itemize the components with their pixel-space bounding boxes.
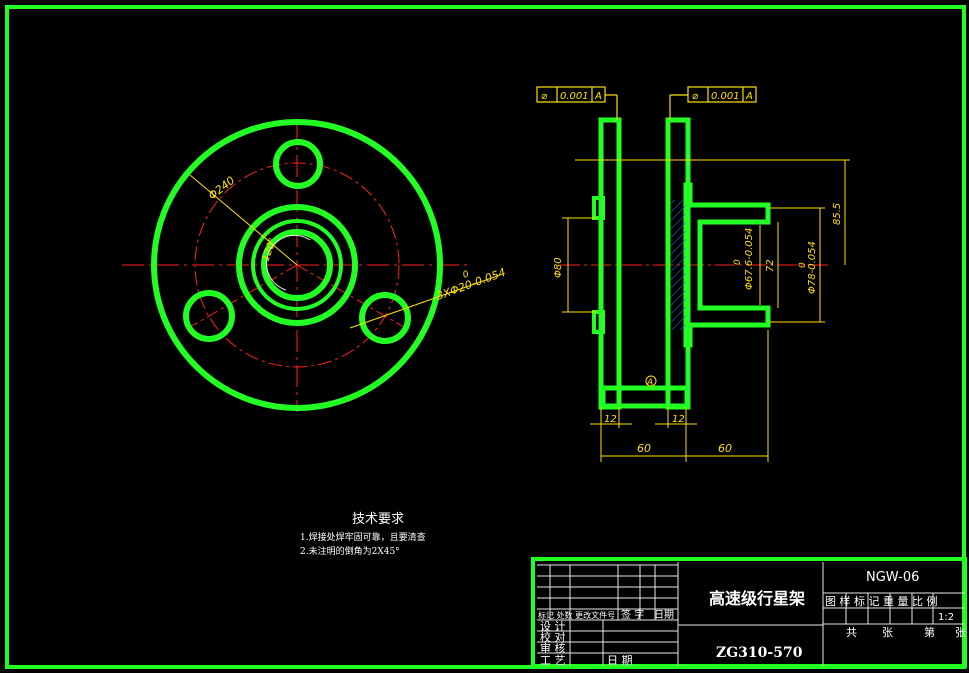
dim-60-right: 60 [718,442,732,455]
technical-requirements: 技术要求 1.焊接处焊牢固可靠，且要清查 2.未注明的倒角为2X45° [300,512,426,557]
dim-85: 85.5 [832,203,843,225]
datum-a-label: A [646,378,653,388]
process-label: 工 艺 [540,654,566,667]
left-plate-boss-bottom [592,310,605,334]
hub-section [683,182,771,348]
sheet-unit-label: 张 [882,626,893,639]
date2-label: 日 期 [607,654,633,667]
dim-phi67: Φ67.6-0.054 [744,228,755,290]
tolerance-frame-left: ⌀ 0.001 A [536,86,618,120]
design-label: 设 计 [540,620,566,633]
centerline-hole-right [296,264,405,328]
drawing-number: ZG310-570 [716,645,803,661]
tol-left-symbol: ⌀ [541,91,548,102]
review-label: 审 核 [540,641,566,655]
dim-phi67-upper: 0 [733,259,743,265]
check-label: 校 对 [540,630,566,644]
tol-right-symbol: ⌀ [692,91,699,102]
tol-left-datum: A [594,91,602,102]
dim-phi80: Φ80 [553,257,564,278]
dim-holes-upper: 0 [462,269,471,280]
drawing-border [5,5,966,669]
tol-left-value: 0.001 [560,91,589,102]
bore-circle [261,229,333,301]
total-label: 共 [846,626,857,639]
datum-a-marker [645,375,657,387]
model-code: NGW-06 [866,570,919,585]
sign-label: 签 字 [621,608,644,621]
title-block: 标记 处数 更改文件号 签 字 日期 设 计 校 对 审 核 工 艺 日 期 高… [531,557,967,668]
part-name: 高速级行星架 [709,589,805,608]
hole-top [273,139,323,189]
tech-title: 技术要求 [352,512,404,527]
dim-60-left: 60 [637,442,651,455]
left-plate-boss-top [592,196,605,220]
scale-value: 1:2 [938,612,954,623]
dim-angle-label: 120° [260,237,279,263]
sheet-unit-label-2: 张 [955,626,966,639]
hole-left [183,290,235,342]
dim-12-right: 12 [672,414,685,425]
dim-phi78-upper: 0 [798,262,808,268]
change-row-label: 标记 处数 更改文件号 [538,610,615,620]
dim-pcd-label: Φ240 [206,174,237,203]
tol-right-value: 0.001 [711,91,740,102]
header-labels: 图 样 标 记 重 量 比 例 [825,594,937,608]
bottom-bridge [600,385,690,409]
tech-line-1: 1.焊接处焊牢固可靠，且要清查 [300,531,426,543]
sheet-no-label: 第 [924,625,935,639]
centerline-hole-left [189,264,298,328]
tol-right-datum: A [745,91,753,102]
flange-outer-circle [151,119,443,411]
hole-right [359,292,411,344]
pcd-leader [189,174,298,266]
dim-phi78: Φ78-0.054 [807,241,818,294]
date-label: 日期 [654,609,674,621]
front-view: Φ240 120° 0 3XΦ20-0.054 [122,119,508,412]
hub-ring-circle [251,219,343,311]
pitch-circle [194,162,400,368]
hub-outer-circle [236,204,358,326]
tolerance-frame-right: ⌀ 0.001 A [669,86,757,120]
hub-hatch-web [671,200,686,330]
tech-line-2: 2.未注明的倒角为2X45° [300,545,400,557]
section-view: A ⌀ 0.001 A ⌀ 0.001 A Φ80 [536,86,850,462]
dim-12-left: 12 [604,414,617,425]
angle-arc [266,234,311,291]
dim-72: 72 [765,259,776,272]
left-plate [598,117,622,410]
holes-leader [349,274,501,329]
dim-holes-label: 3XΦ20-0.054 [435,266,508,303]
